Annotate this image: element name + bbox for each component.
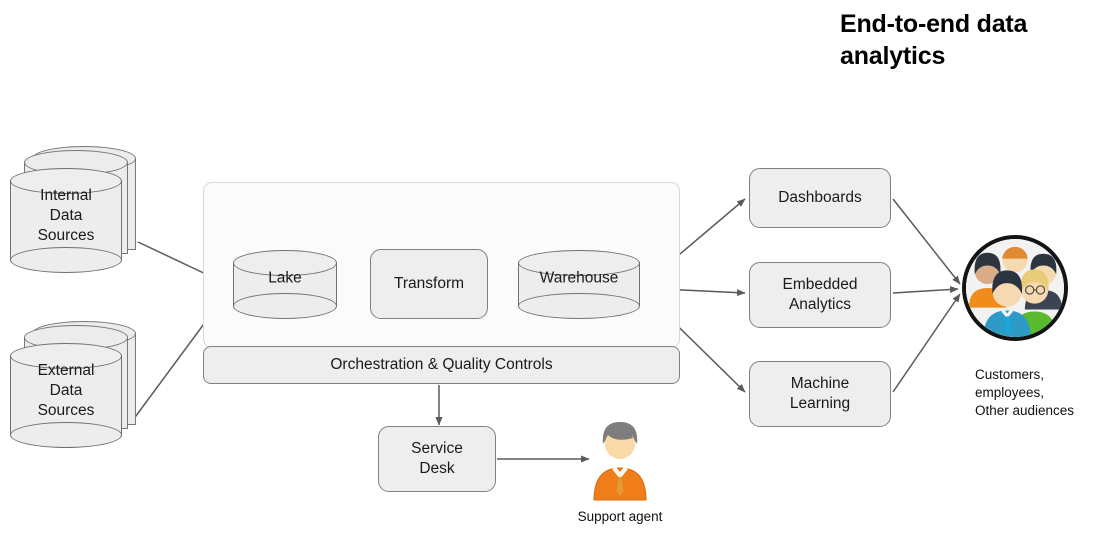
machine-learning-label: Machine Learning xyxy=(789,375,851,412)
service-desk-label: Service Desk xyxy=(411,440,463,477)
db-stack-front: Internal Data Sources xyxy=(10,168,122,273)
orchestration-bar[interactable]: Orchestration & Quality Controls xyxy=(203,346,680,384)
edge-ml-to-audience xyxy=(892,293,961,393)
support-agent-icon xyxy=(590,418,650,502)
people-group-icon xyxy=(962,235,1068,341)
transform-label: Transform xyxy=(393,275,465,293)
service-desk-node[interactable]: Service Desk xyxy=(378,426,496,492)
lake-label: Lake xyxy=(268,269,302,287)
page-title: End-to-end data analytics xyxy=(840,10,1028,70)
cylinder-bottom xyxy=(10,422,122,448)
embedded-analytics-label: Embedded Analytics xyxy=(782,276,858,313)
dashboards-node[interactable]: Dashboards xyxy=(749,168,891,228)
internal-data-sources-label: Internal Data Sources xyxy=(37,187,95,245)
embedded-analytics-node[interactable]: Embedded Analytics xyxy=(749,262,891,328)
external-data-sources[interactable]: External Data Sources xyxy=(6,321,142,448)
cylinder-top xyxy=(518,250,640,276)
cylinder-bottom xyxy=(233,293,337,319)
db-stack-front: External Data Sources xyxy=(10,343,122,448)
warehouse-node[interactable]: Warehouse xyxy=(518,250,640,319)
dashboards-label: Dashboards xyxy=(778,189,862,207)
edge-dashboards-to-audience xyxy=(892,198,961,285)
cylinder-top xyxy=(10,168,122,194)
transform-node[interactable]: Transform xyxy=(370,249,488,319)
audience-caption: Customers, employees, Other audiences xyxy=(975,367,1075,419)
support-agent-caption: Support agent xyxy=(577,509,663,524)
edge-embedded-to-audience xyxy=(892,285,959,294)
cylinder-top xyxy=(10,343,122,369)
external-data-sources-label: External Data Sources xyxy=(37,362,95,420)
internal-data-sources[interactable]: Internal Data Sources xyxy=(6,146,142,273)
warehouse-label: Warehouse xyxy=(539,269,619,287)
orchestration-label: Orchestration & Quality Controls xyxy=(330,356,553,374)
machine-learning-node[interactable]: Machine Learning xyxy=(749,361,891,427)
cylinder-bottom xyxy=(518,293,640,319)
lake-node[interactable]: Lake xyxy=(233,250,337,319)
cylinder-top xyxy=(233,250,337,276)
cylinder-bottom xyxy=(10,247,122,273)
